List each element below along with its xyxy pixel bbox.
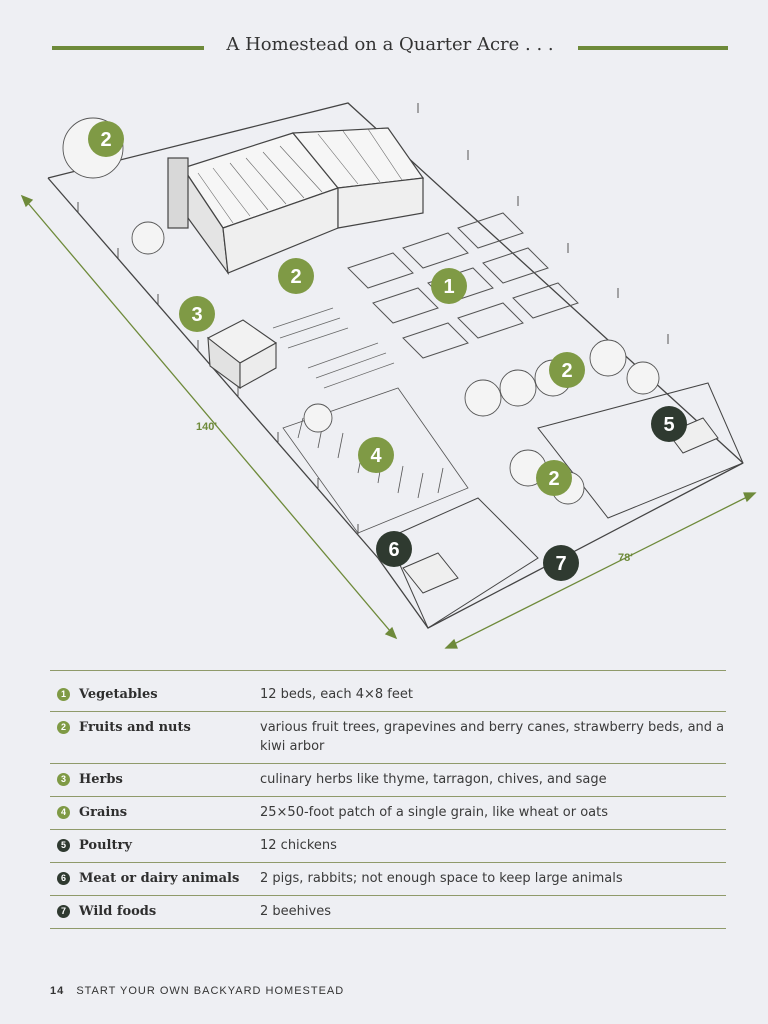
- map-marker-7: [543, 545, 579, 581]
- legend-description: 2 pigs, rabbits; not enough space to kee…: [260, 871, 623, 886]
- length-dimension-line: [21, 195, 397, 639]
- legend-description: 12 beds, each 4×8 feet: [260, 687, 413, 702]
- map-marker-2-yard: [536, 460, 572, 496]
- legend-category-label: Wild foods: [79, 904, 157, 919]
- legend-number-badge: 1: [57, 688, 70, 701]
- legend-description: 12 chickens: [260, 838, 337, 853]
- grain-patch-drawing: [282, 387, 469, 534]
- legend-category: 1 Vegetables: [50, 685, 260, 704]
- map-marker-6: [376, 531, 412, 567]
- map-marker-7-label: 7: [555, 553, 566, 575]
- legend-rows: 1 Vegetables 12 beds, each 4×8 feet 2 Fruits…: [50, 679, 726, 929]
- legend-category-label: Poultry: [79, 838, 132, 853]
- legend-number-badge: 7: [57, 905, 70, 918]
- legend-number-badge: 3: [57, 773, 70, 786]
- homestead-illustration: 140' 78' 2 2 1 3 2 4 2 5 6 7: [20, 102, 757, 649]
- map-marker-2-house: [278, 258, 314, 294]
- map-marker-3: [179, 296, 215, 332]
- legend-number-badge: 6: [57, 872, 70, 885]
- legend-category: 5 Poultry: [50, 836, 260, 855]
- title-bar: A Homestead on a Quarter Acre . . .: [52, 34, 728, 64]
- legend-description: 2 beehives: [260, 904, 331, 919]
- legend-top-rule: [50, 670, 726, 671]
- legend-row-1: 1 Vegetables 12 beds, each 4×8 feet: [50, 679, 726, 712]
- book-title: START YOUR OWN BACKYARD HOMESTEAD: [76, 985, 345, 997]
- legend-category-label: Meat or dairy animals: [79, 871, 240, 886]
- legend-category-label: Herbs: [79, 772, 123, 787]
- legend-category: 6 Meat or dairy animals: [50, 869, 260, 888]
- legend-row-7: 7 Wild foods 2 beehives: [50, 896, 726, 929]
- map-marker-5: [651, 406, 687, 442]
- title-rule-right: [578, 46, 728, 50]
- legend-category-label: Grains: [79, 805, 128, 820]
- map-marker-2-yard-label: 2: [548, 468, 559, 490]
- map-marker-6-label: 6: [388, 539, 399, 561]
- width-dimension-line: [445, 492, 756, 649]
- map-marker-4: [358, 437, 394, 473]
- vegetable-beds-drawing: [347, 212, 579, 359]
- legend-category-label: Vegetables: [79, 687, 158, 702]
- map-marker-1-label: 1: [443, 276, 454, 298]
- legend-category: 4 Grains: [50, 803, 260, 822]
- house-drawing: [167, 127, 425, 276]
- shed-drawing: [206, 319, 278, 390]
- page-footer: 14 START YOUR OWN BACKYARD HOMESTEAD: [50, 985, 344, 997]
- map-marker-5-label: 5: [663, 414, 674, 436]
- width-label: 78': [618, 552, 633, 564]
- title-rule-left: [52, 46, 204, 50]
- legend-number-badge: 2: [57, 721, 70, 734]
- legend-category: 3 Herbs: [50, 770, 260, 789]
- legend-category-label: Fruits and nuts: [79, 720, 191, 735]
- map-marker-1: [431, 268, 467, 304]
- legend-table: 1 Vegetables 12 beds, each 4×8 feet 2 Fruits…: [50, 670, 726, 929]
- legend-number-badge: 5: [57, 839, 70, 852]
- map-marker-3-label: 3: [191, 304, 202, 326]
- legend-category: 7 Wild foods: [50, 902, 260, 921]
- map-marker-2-orchard: [549, 352, 585, 388]
- legend-row-3: 3 Herbs culinary herbs like thyme, tarrago…: [50, 764, 726, 797]
- map-marker-4-label: 4: [370, 445, 382, 467]
- legend-category: 2 Fruits and nuts: [50, 718, 260, 756]
- legend-row-2: 2 Fruits and nuts various fruit trees, gra…: [50, 712, 726, 764]
- chicken-yard-drawing: [537, 382, 744, 519]
- length-label: 140': [196, 421, 217, 433]
- legend-number-badge: 4: [57, 806, 70, 819]
- legend-description: 25×50-foot patch of a single grain, like…: [260, 805, 608, 820]
- page-title: A Homestead on a Quarter Acre . . .: [226, 34, 554, 55]
- legend-row-4: 4 Grains 25×50-foot patch of a single grai…: [50, 797, 726, 830]
- map-marker-2-tree: [88, 121, 124, 157]
- legend-description: various fruit trees, grapevines and berr…: [260, 720, 725, 754]
- map-marker-2-tree-label: 2: [100, 129, 111, 151]
- legend-description: culinary herbs like thyme, tarragon, chi…: [260, 772, 607, 787]
- legend-row-6: 6 Meat or dairy animals 2 pigs, rabbits; n…: [50, 863, 726, 896]
- page-number: 14: [50, 985, 65, 997]
- map-marker-2-orchard-label: 2: [561, 360, 572, 382]
- crop-rows-drawing: [272, 307, 395, 389]
- animal-pen-drawing: [387, 497, 539, 629]
- map-marker-2-house-label: 2: [290, 266, 301, 288]
- legend-row-5: 5 Poultry 12 chickens: [50, 830, 726, 863]
